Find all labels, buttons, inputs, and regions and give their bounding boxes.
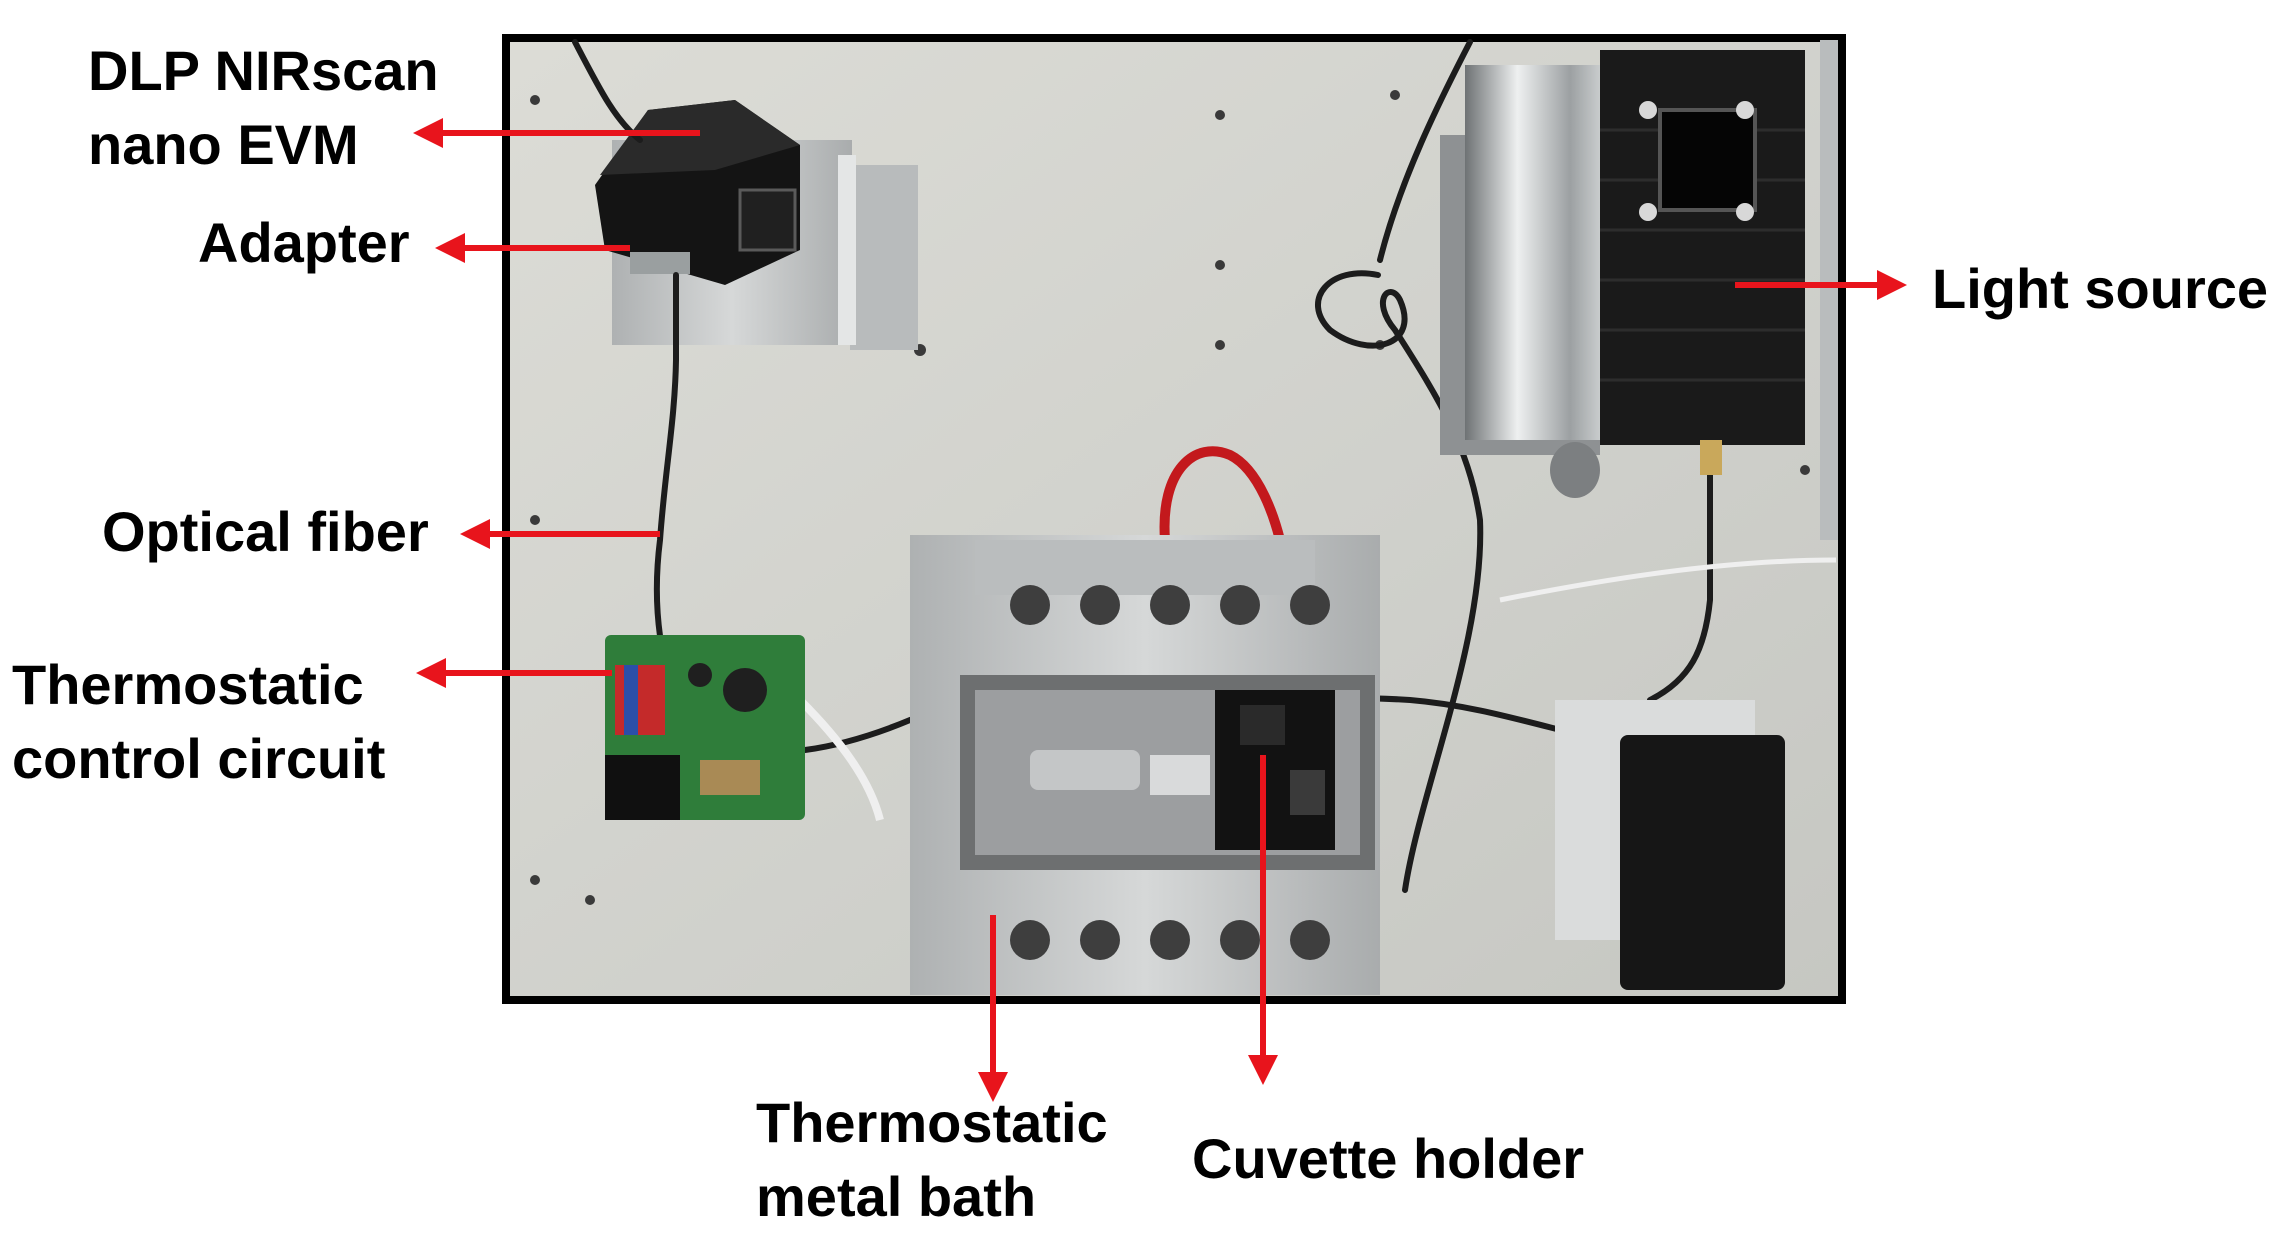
label-thermostatic-metal-bath: Thermostatic metal bath bbox=[756, 1091, 1108, 1228]
label-optical-fiber: Optical fiber bbox=[102, 500, 429, 563]
red-cable bbox=[1159, 446, 1285, 542]
annotation-arrows bbox=[413, 118, 1907, 1102]
nirscan-device bbox=[595, 100, 800, 285]
label-cuvette-holder: Cuvette holder bbox=[1192, 1127, 1585, 1190]
light-source-unit bbox=[1440, 40, 1838, 540]
label-light-source: Light source bbox=[1932, 257, 2269, 320]
white-cable bbox=[1499, 557, 1837, 603]
control-circuit-board bbox=[605, 635, 805, 820]
label-nirscan-evm: DLP NIRscan nano EVM bbox=[88, 39, 439, 176]
white-cable-2 bbox=[797, 697, 884, 821]
cuvette-holder-device bbox=[1215, 690, 1335, 850]
label-thermostatic-control-circuit: Thermostatic control circuit bbox=[12, 653, 386, 790]
power-supply-box bbox=[1555, 700, 1785, 990]
label-adapter: Adapter bbox=[198, 211, 410, 274]
